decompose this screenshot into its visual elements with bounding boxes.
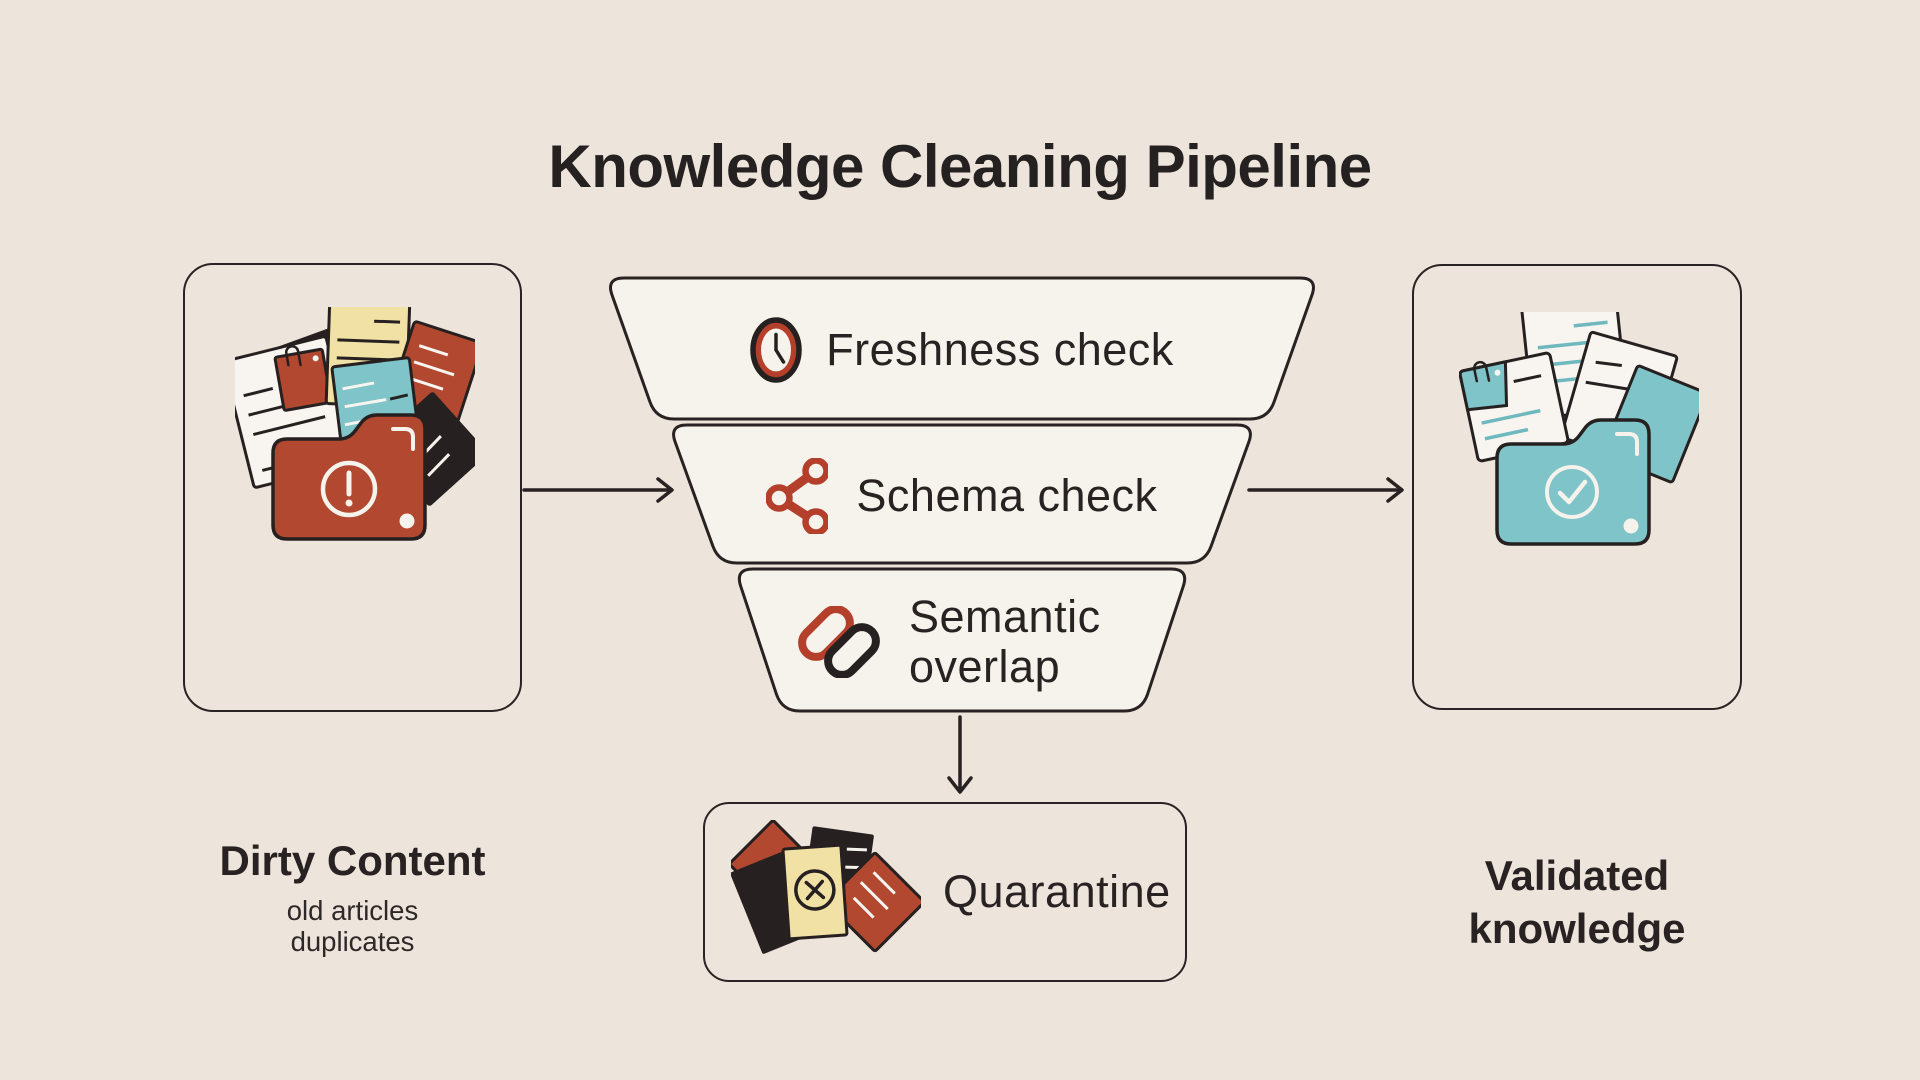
rejected-x-icon [794, 868, 836, 911]
quarantine-card: Quarantine [703, 802, 1187, 982]
arrow-input-to-funnel [522, 477, 674, 503]
paper-red-note [273, 345, 333, 412]
clock-icon [750, 317, 802, 383]
input-card-subtitle-line: old articles [286, 895, 419, 926]
funnel-stage-freshness: Freshness check [606, 281, 1318, 419]
funnel-stage-label: Schema check [856, 469, 1158, 521]
link-icon [798, 605, 880, 678]
arrow-funnel-to-quarantine [947, 715, 973, 794]
check-icon [1545, 465, 1599, 519]
arrow-funnel-to-output [1247, 477, 1404, 503]
input-card-title: Dirty Content [219, 837, 486, 884]
funnel-stage-freshness-shape [609, 276, 1315, 421]
funnel-stage-label: Semantic overlap [909, 591, 1101, 692]
quarantine-card-title: Quarantine [943, 866, 1171, 917]
funnel-stage-semantic: Semantic overlap [735, 572, 1189, 711]
rejected-documents-illustration [731, 819, 921, 954]
paper-red-right [824, 851, 921, 952]
paper-cream-front [781, 843, 849, 940]
red-alert-folder [271, 413, 427, 541]
output-card: Validated knowledge [1412, 264, 1742, 952]
funnel-stage-schema: Schema check [669, 428, 1255, 563]
validated-folder-illustration [1459, 312, 1699, 546]
teal-valid-folder [1495, 418, 1651, 546]
page-title: Knowledge Cleaning Pipeline [548, 133, 1372, 201]
input-card-subtitle-line: duplicates [290, 926, 415, 957]
share-icon [766, 457, 829, 534]
exclamation-icon [320, 460, 378, 518]
funnel-stage-label: Freshness check [826, 324, 1174, 375]
input-card: Dirty Content old articles duplicates [183, 263, 522, 957]
output-card-title: Validated knowledge [1468, 852, 1686, 952]
dirty-documents-illustration [235, 307, 475, 541]
